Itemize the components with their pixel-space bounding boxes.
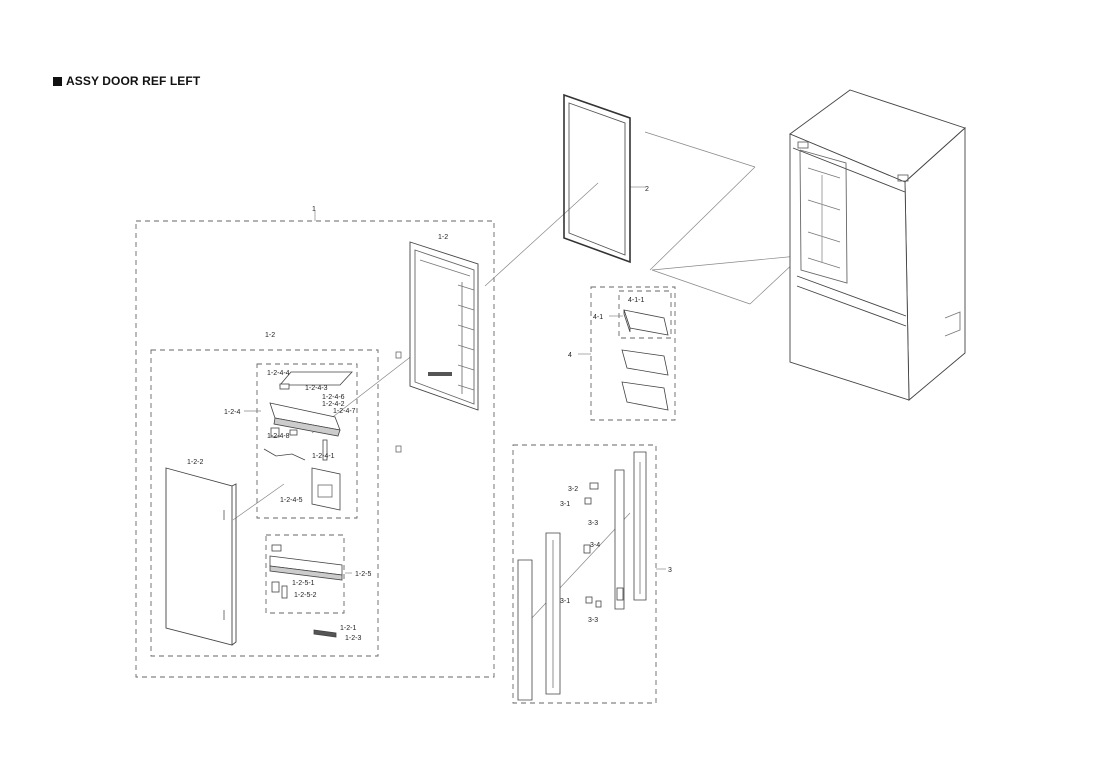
leader-lines: [232, 131, 799, 621]
title-bullet-icon: [53, 76, 62, 86]
label-1-2-inner: 1-2: [265, 332, 275, 339]
label-1-2-3: 1-2-3: [345, 635, 361, 642]
door-outer-panel-1-2-2: [165, 467, 237, 646]
label-3-1a: 3-1: [560, 501, 570, 508]
label-1-2-4-6: 1-2-4-6: [322, 394, 345, 401]
label-3-2: 3-2: [568, 486, 578, 493]
label-1-2-4-7: 1-2-4-7: [333, 408, 356, 415]
label-4: 4: [568, 352, 572, 359]
group-box-1-2-4: [256, 363, 358, 519]
label-1-2-4-2: 1-2-4-2: [322, 401, 345, 408]
label-1-2-1: 1-2-1: [340, 625, 356, 632]
inner-door-liner-1-2: [409, 241, 479, 411]
diagram-title: ASSY DOOR REF LEFT: [53, 74, 200, 88]
label-1-2-5-2: 1-2-5-2: [294, 592, 317, 599]
label-3-3b: 3-3: [588, 617, 598, 624]
label-1-2-2: 1-2-2: [187, 459, 203, 466]
part-labels: 1 1-2 1-2 1-2-2 1-2-4 1-2-4-4 1-2-4-3 1-…: [187, 186, 672, 642]
door-cap-parts-1-2-5: [269, 544, 343, 638]
label-2: 2: [645, 186, 649, 193]
group-box-1: [135, 220, 495, 678]
label-4-1: 4-1: [593, 314, 603, 321]
group-box-1-2: [150, 349, 379, 657]
door-gasket-2: [563, 93, 631, 264]
group-box-4-1: [618, 290, 672, 339]
label-1-2-4-8: 1-2-4-8: [267, 433, 290, 440]
label-3-3a: 3-3: [588, 520, 598, 527]
hinge-cover-3: [517, 451, 647, 701]
label-1-2-4-3: 1-2-4-3: [305, 385, 328, 392]
label-1-2-5-1: 1-2-5-1: [292, 580, 315, 587]
label-1-2-4-1: 1-2-4-1: [312, 453, 335, 460]
title-text: ASSY DOOR REF LEFT: [66, 74, 201, 88]
label-1-2-4-5: 1-2-4-5: [280, 497, 303, 504]
label-1: 1: [312, 206, 316, 213]
group-box-3: [512, 444, 657, 704]
label-1-2-top: 1-2: [438, 234, 448, 241]
label-1-2-5: 1-2-5: [355, 571, 371, 578]
small-clip-icons: [395, 351, 402, 453]
door-bins-4: [621, 309, 669, 411]
refrigerator-cabinet: [789, 89, 966, 401]
label-1-2-4: 1-2-4: [224, 409, 240, 416]
door-handle-parts-1-2-4: [263, 371, 353, 511]
label-3-4: 3-4: [590, 542, 600, 549]
label-1-2-4-4: 1-2-4-4: [267, 370, 290, 377]
group-box-1-2-5: [265, 534, 345, 614]
label-3-1b: 3-1: [560, 598, 570, 605]
label-3: 3: [668, 567, 672, 574]
label-4-1-1: 4-1-1: [628, 297, 644, 304]
